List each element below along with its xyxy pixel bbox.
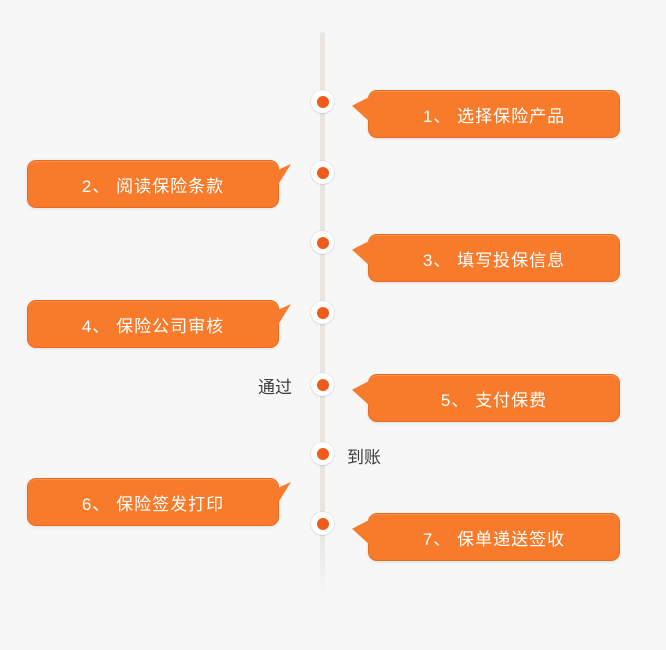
bubble-tail — [352, 96, 371, 123]
dot-core — [316, 166, 329, 179]
annotation-arrival: 到账 — [347, 448, 381, 467]
step-bubble-1: 1、 选择保险产品 — [352, 90, 620, 138]
step-bubble-7: 7、 保单递送签收 — [352, 513, 620, 561]
timeline-dot-5 — [311, 373, 334, 396]
bubble-tail — [276, 304, 291, 328]
step-label: 2、 阅读保险条款 — [81, 176, 225, 196]
annotation-pass: 通过 — [258, 378, 292, 397]
step-label: 4、 保险公司审核 — [81, 316, 225, 336]
dot-core — [316, 95, 329, 108]
step-bubble-2: 2、 阅读保险条款 — [27, 160, 291, 208]
bubble-tail — [276, 164, 291, 188]
timeline-dot-6 — [311, 442, 334, 465]
timeline-dot-2 — [311, 161, 334, 184]
step-label: 1、 选择保险产品 — [422, 106, 566, 126]
step-bubble-5: 5、 支付保费 — [352, 374, 620, 422]
step-label: 7、 保单递送签收 — [422, 529, 566, 549]
step-bubble-4: 4、 保险公司审核 — [27, 300, 291, 348]
timeline-dot-7 — [311, 512, 334, 535]
dot-core — [316, 236, 329, 249]
dot-core — [316, 306, 329, 319]
dot-core — [316, 378, 329, 391]
bubble-tail — [352, 380, 371, 407]
step-label: 6、 保险签发打印 — [81, 494, 225, 514]
timeline-dot-1 — [311, 90, 334, 113]
timeline-dot-3 — [311, 231, 334, 254]
bubble-tail — [276, 482, 291, 506]
dot-core — [316, 517, 329, 530]
step-bubble-3: 3、 填写投保信息 — [352, 234, 620, 282]
bubble-tail — [352, 519, 371, 546]
dot-core — [316, 447, 329, 460]
bubble-tail — [352, 240, 371, 267]
timeline-dot-4 — [311, 301, 334, 324]
step-label: 5、 支付保费 — [440, 390, 548, 410]
step-label: 3、 填写投保信息 — [422, 250, 566, 270]
step-bubble-6: 6、 保险签发打印 — [27, 478, 291, 526]
